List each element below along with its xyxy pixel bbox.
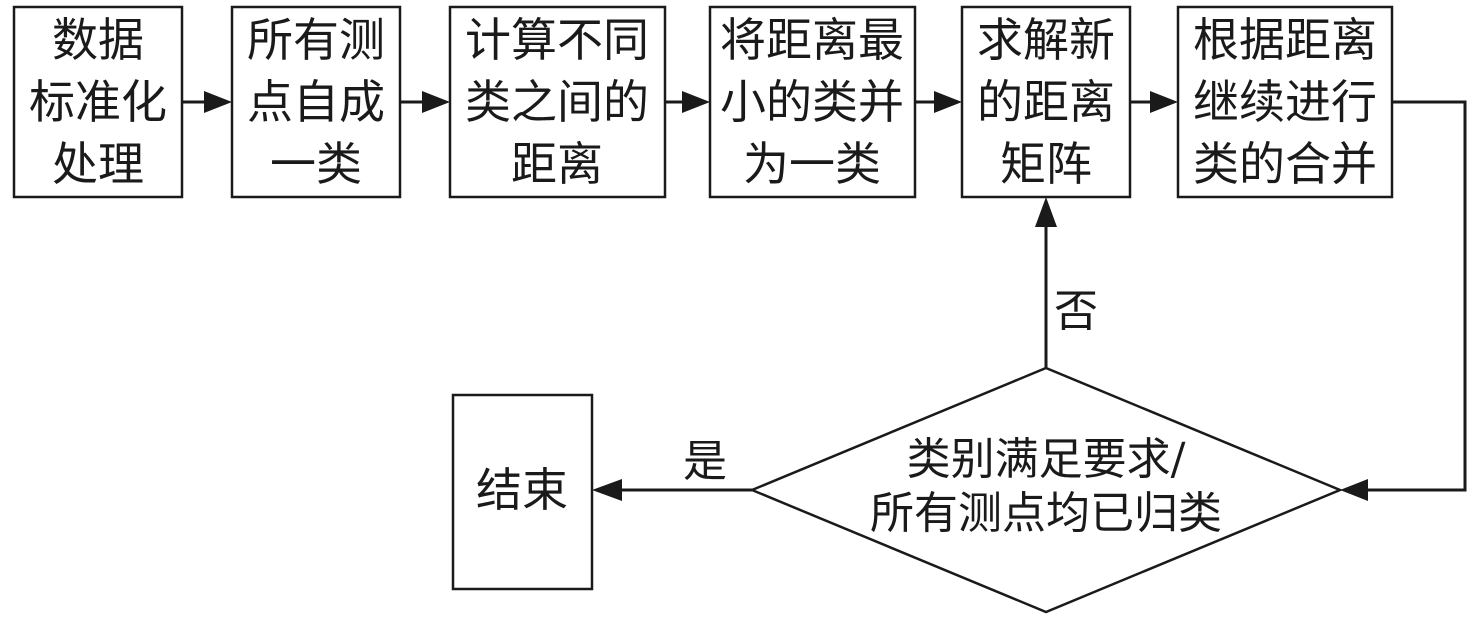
step-normalize-data-line-2: 标准化: [29, 75, 167, 129]
arrowhead-6-decision: [1340, 479, 1368, 501]
step-init-clusters-line-1: 所有测: [247, 13, 385, 67]
arrowhead-decision-no: [1035, 197, 1057, 227]
step-compute-distances: 计算不同 类之间的 距离: [448, 5, 667, 199]
step-normalize-data: 数据 标准化 处理: [12, 5, 184, 199]
step-compute-distances-line-2: 类之间的: [465, 75, 649, 129]
decision-line-1: 类别满足要求/: [907, 434, 1186, 485]
arrowhead-2-3: [422, 91, 450, 113]
step-continue-merging-line-3: 类的合并: [1193, 137, 1377, 191]
step-normalize-data-line-3: 处理: [52, 137, 144, 191]
connector-6-decision: [1368, 100, 1467, 492]
step-compute-distances-line-3: 距离: [511, 137, 603, 191]
end-label: 结束: [476, 463, 568, 517]
step-merge-nearest: 将距离最 小的类并 为一类: [708, 5, 917, 199]
arrowhead-5-6: [1150, 91, 1178, 113]
label-yes: 是: [683, 436, 727, 487]
step-continue-merging-line-2: 继续进行: [1193, 75, 1377, 129]
step-continue-merging: 根据距离 继续进行 类的合并: [1176, 5, 1394, 199]
step-init-clusters-line-2: 点自成: [247, 75, 385, 129]
step-new-distance-matrix-line-3: 矩阵: [1000, 137, 1092, 191]
end-box: 结束: [451, 393, 594, 591]
arrowhead-decision-yes: [592, 479, 622, 501]
decision-diamond: 类别满足要求/ 所有测点均已归类: [748, 366, 1344, 614]
arrowhead-1-2: [204, 91, 232, 113]
step-merge-nearest-line-1: 将距离最: [720, 13, 904, 67]
step-new-distance-matrix-line-1: 求解新: [977, 13, 1115, 67]
step-new-distance-matrix: 求解新 的距离 矩阵: [960, 5, 1132, 199]
step-merge-nearest-line-3: 为一类: [743, 137, 881, 191]
step-new-distance-matrix-line-2: 的距离: [977, 75, 1115, 129]
label-no: 否: [1054, 286, 1098, 337]
step-init-clusters: 所有测 点自成 一类: [230, 5, 402, 199]
decision-line-2: 所有测点均已归类: [870, 488, 1222, 539]
step-normalize-data-line-1: 数据: [52, 13, 144, 67]
step-continue-merging-line-1: 根据距离: [1193, 13, 1377, 67]
step-init-clusters-line-3: 一类: [270, 137, 362, 191]
step-merge-nearest-line-2: 小的类并: [720, 75, 904, 129]
arrowhead-4-5: [934, 91, 962, 113]
arrowhead-3-4: [682, 91, 710, 113]
step-compute-distances-line-1: 计算不同: [465, 13, 649, 67]
